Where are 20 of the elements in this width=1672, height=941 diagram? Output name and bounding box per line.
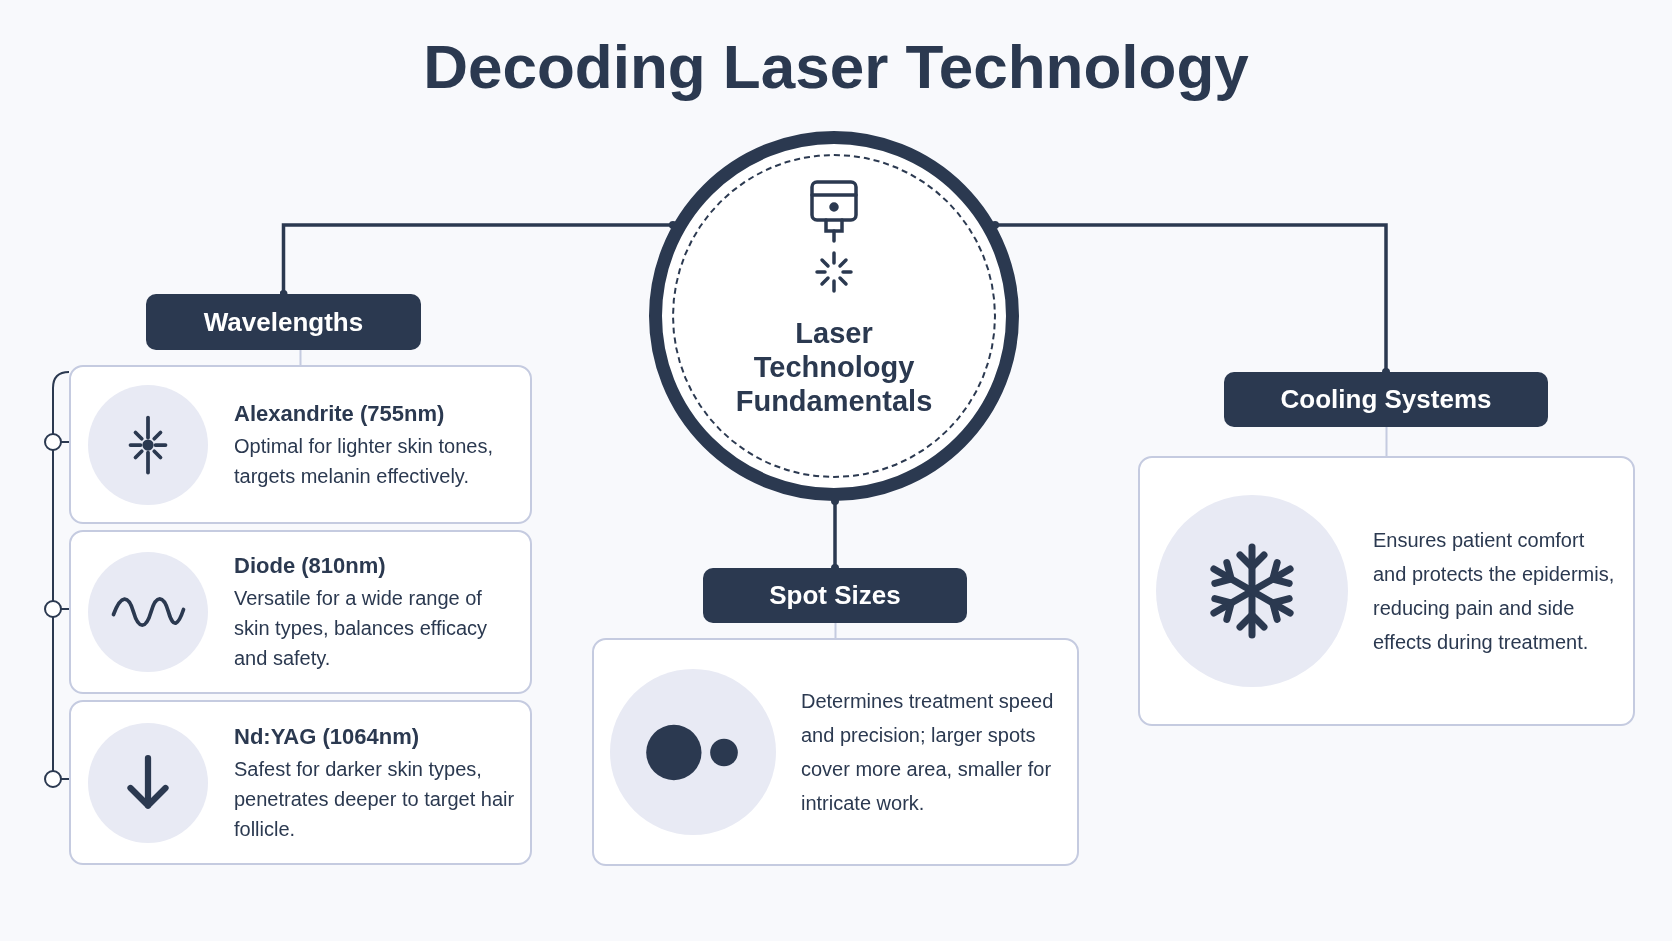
card-heading: Diode (810nm): [234, 552, 387, 580]
card-heading: Alexandrite (755nm): [234, 399, 446, 428]
hub-label: Laser Technology Fundamentals: [734, 316, 934, 418]
card-description: Optimal for lighter skin tones, targets melanin effectively.: [234, 433, 494, 489]
info-card: [592, 638, 1079, 866]
card-description: Determines treatment speed and precision; larger spots cover more area, smaller for intricate work.: [801, 689, 1055, 816]
card-description: Versatile for a wide range of skin types, balances efficacy and safety.: [234, 586, 489, 671]
category-pill: Cooling Systems: [1224, 372, 1548, 427]
info-card: [69, 700, 532, 865]
info-card: [1138, 456, 1635, 726]
connector-line: [834, 622, 837, 639]
connector-line: [299, 349, 302, 366]
info-card: [69, 530, 532, 694]
connector-line: [1385, 426, 1388, 457]
card-heading: Nd:YAG (1064nm): [234, 722, 420, 751]
category-pill: Spot Sizes: [703, 568, 967, 623]
card-description: Safest for darker skin types, penetrates deeper to target hair follicle.: [234, 756, 516, 842]
card-description: Ensures patient comfort and protects the epidermis, reducing pain and side effects during treatment.: [1373, 528, 1616, 655]
info-card: [69, 365, 532, 524]
category-pill: Wavelengths: [146, 294, 421, 350]
